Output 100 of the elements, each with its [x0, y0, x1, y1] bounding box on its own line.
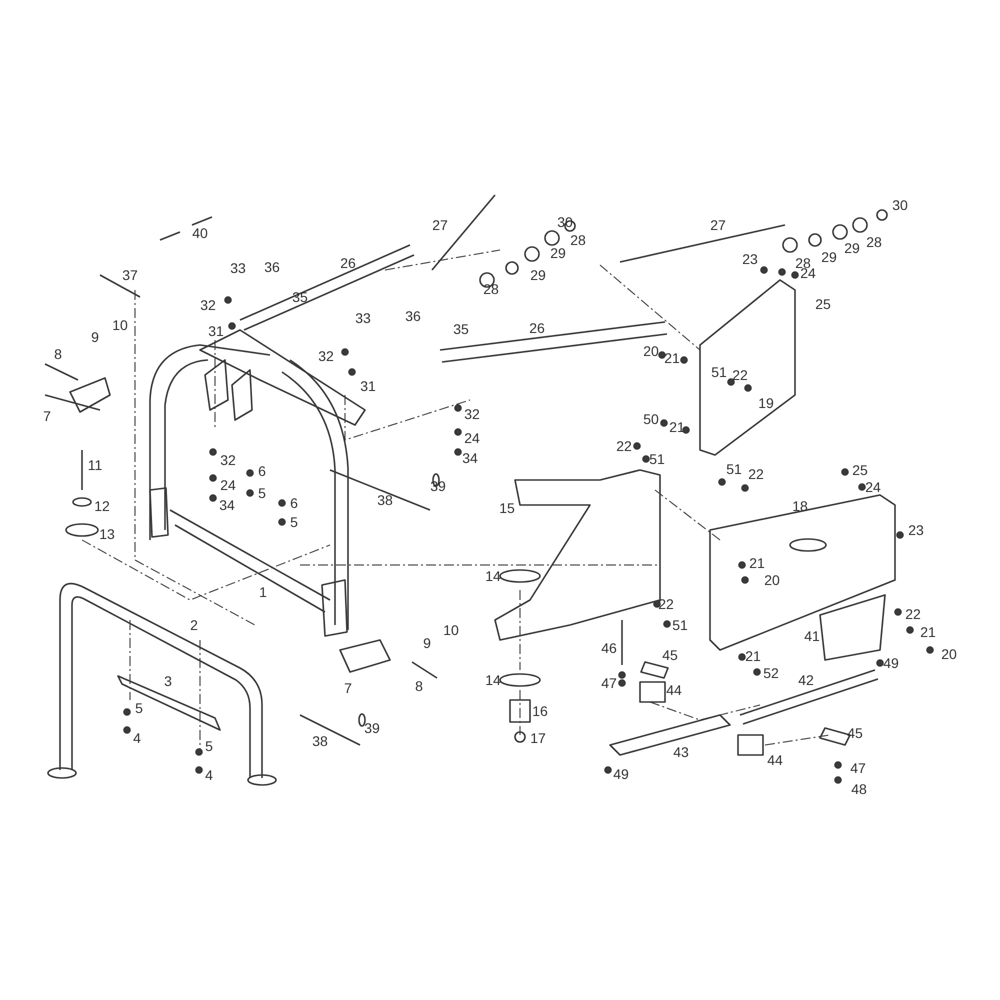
- callout-number: 25: [815, 297, 831, 311]
- callout-number: 13: [99, 527, 115, 541]
- callout-number: 18: [792, 499, 808, 513]
- callout-number: 44: [666, 683, 682, 697]
- callout-number: 39: [364, 721, 380, 735]
- callout-number: 37: [122, 268, 138, 282]
- callout-number: 10: [112, 318, 128, 332]
- callout-number: 32: [318, 349, 334, 363]
- callout-number: 38: [377, 493, 393, 507]
- callout-number: 28: [866, 235, 882, 249]
- callout-number: 6: [290, 496, 298, 510]
- callout-number: 45: [662, 648, 678, 662]
- callout-number: 5: [205, 739, 213, 753]
- callout-number: 46: [601, 641, 617, 655]
- callout-number: 21: [749, 556, 765, 570]
- callout-number: 9: [91, 330, 99, 344]
- callout-number: 2: [190, 618, 198, 632]
- callout-number: 4: [133, 731, 141, 745]
- callout-number: 39: [430, 479, 446, 493]
- callout-number: 42: [798, 673, 814, 687]
- callout-number: 29: [550, 246, 566, 260]
- callout-number: 7: [344, 681, 352, 695]
- callout-number: 20: [941, 647, 957, 661]
- callout-number: 5: [135, 701, 143, 715]
- callout-number: 17: [530, 731, 546, 745]
- callout-number: 20: [643, 344, 659, 358]
- callout-number: 8: [415, 679, 423, 693]
- callout-number: 11: [88, 458, 102, 472]
- callout-number: 27: [710, 218, 726, 232]
- callout-number: 6: [258, 464, 266, 478]
- callout-number: 23: [908, 523, 924, 537]
- callout-number: 35: [453, 322, 469, 336]
- callout-number: 22: [658, 597, 674, 611]
- callout-number: 51: [726, 462, 742, 476]
- callout-number: 40: [192, 226, 208, 240]
- callout-number: 49: [613, 767, 629, 781]
- callout-number: 5: [290, 515, 298, 529]
- callout-number: 47: [601, 676, 617, 690]
- callout-number: 43: [673, 745, 689, 759]
- callout-number: 24: [464, 431, 480, 445]
- callout-number: 50: [643, 412, 659, 426]
- callout-number: 14: [485, 673, 501, 687]
- callout-number: 51: [672, 618, 688, 632]
- callout-number: 52: [763, 666, 779, 680]
- callout-number: 41: [804, 629, 820, 643]
- callout-number: 28: [483, 282, 499, 296]
- callout-number: 51: [711, 365, 727, 379]
- callout-number: 28: [795, 256, 811, 270]
- callout-number: 33: [355, 311, 371, 325]
- callout-number: 32: [220, 453, 236, 467]
- callout-number: 27: [432, 218, 448, 232]
- callout-number: 22: [616, 439, 632, 453]
- callout-number: 29: [530, 268, 546, 282]
- callout-number: 5: [258, 486, 266, 500]
- callout-number: 21: [745, 649, 761, 663]
- callout-number: 8: [54, 347, 62, 361]
- callout-number: 22: [732, 368, 748, 382]
- callout-number: 51: [649, 452, 665, 466]
- callout-number: 21: [669, 420, 685, 434]
- callout-number: 34: [219, 498, 235, 512]
- callout-number: 30: [892, 198, 908, 212]
- callout-number: 4: [205, 768, 213, 782]
- callout-number: 7: [43, 409, 51, 423]
- callout-number: 26: [529, 321, 545, 335]
- callout-number: 48: [851, 782, 867, 796]
- callout-number: 14: [485, 569, 501, 583]
- callout-number: 34: [462, 451, 478, 465]
- callout-number: 22: [905, 607, 921, 621]
- callout-number: 44: [767, 753, 783, 767]
- callout-number: 21: [664, 351, 680, 365]
- callout-number: 36: [405, 309, 421, 323]
- callout-number: 35: [292, 290, 308, 304]
- callout-number: 32: [200, 298, 216, 312]
- callout-number: 3: [164, 674, 172, 688]
- callout-number: 26: [340, 256, 356, 270]
- callout-number: 31: [360, 379, 376, 393]
- callout-number: 22: [748, 467, 764, 481]
- callout-number: 29: [821, 250, 837, 264]
- callout-number: 24: [865, 480, 881, 494]
- callout-number: 47: [850, 761, 866, 775]
- callout-number: 23: [742, 252, 758, 266]
- callout-number: 16: [532, 704, 548, 718]
- callout-number: 31: [208, 324, 224, 338]
- callout-number: 15: [499, 501, 515, 515]
- callout-number: 33: [230, 261, 246, 275]
- callout-number: 36: [264, 260, 280, 274]
- callout-number: 28: [570, 233, 586, 247]
- callout-number: 9: [423, 636, 431, 650]
- callout-number: 20: [764, 573, 780, 587]
- callout-number: 29: [844, 241, 860, 255]
- callout-number: 25: [852, 463, 868, 477]
- callout-number: 30: [557, 215, 573, 229]
- callout-number: 10: [443, 623, 459, 637]
- callout-number: 32: [464, 407, 480, 421]
- callout-number: 1: [259, 585, 267, 599]
- callout-number: 21: [920, 625, 936, 639]
- callout-number: 45: [847, 726, 863, 740]
- callout-number: 19: [758, 396, 774, 410]
- callout-number: 12: [94, 499, 110, 513]
- callout-number: 38: [312, 734, 328, 748]
